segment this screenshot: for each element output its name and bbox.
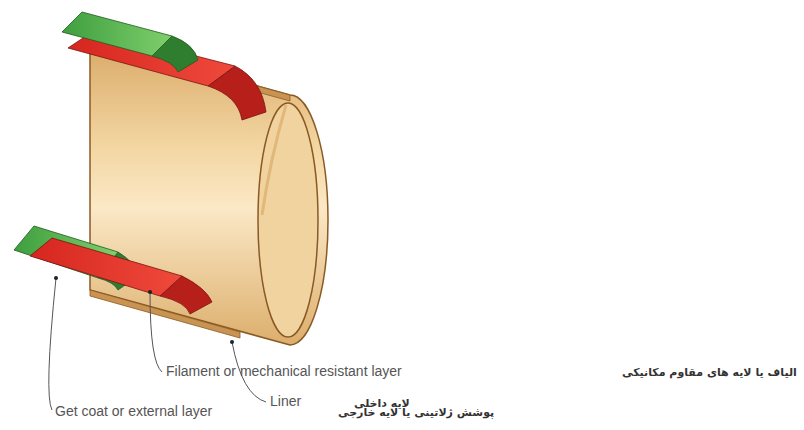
liner-shade (262, 105, 286, 215)
leader-dot (230, 340, 234, 344)
resistant-layer (30, 238, 182, 296)
liner-rim (258, 103, 318, 337)
leader-line (49, 278, 56, 410)
part-label: الیاف یا لایه های مقاوم مکانیکی (622, 366, 797, 379)
leader-dot (148, 290, 152, 294)
part-label: Filament or mechanical resistant layer (166, 363, 402, 380)
leader-dot (54, 276, 58, 280)
external-layer (62, 12, 172, 56)
part-label: Liner (270, 393, 301, 410)
part-label: پوشش ژلاتینی یا لایه خارجی (338, 406, 494, 419)
leader-line (150, 292, 162, 372)
part-label: Get coat or external layer (55, 403, 212, 420)
